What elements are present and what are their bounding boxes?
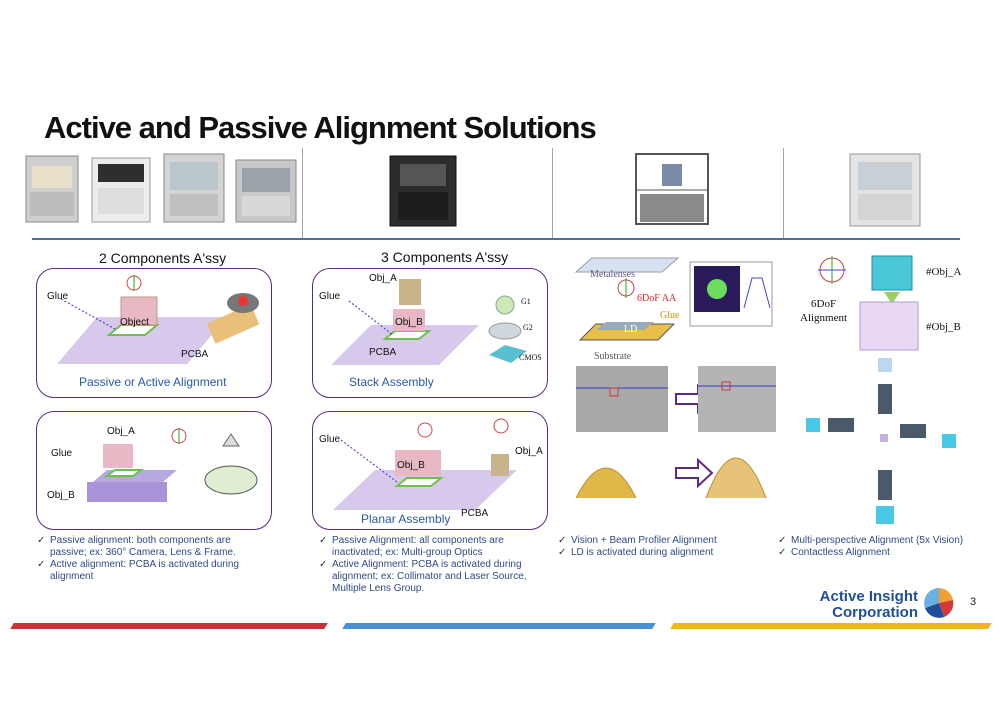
metalenses-label: Metalenses xyxy=(590,269,635,280)
machine-photo xyxy=(849,153,921,227)
bullet-item: ✓Vision + Beam Profiler Alignment xyxy=(558,535,717,546)
multi-vision-diagram xyxy=(806,255,956,524)
obj-a-label: Obj_A xyxy=(515,446,543,457)
footer-bar-blue xyxy=(342,623,656,629)
check-icon: ✓ xyxy=(319,559,328,570)
machine-photo xyxy=(635,153,709,225)
footer-bar-red xyxy=(10,623,328,629)
check-icon: ✓ xyxy=(778,547,787,558)
pcba-label: PCBA xyxy=(181,349,209,360)
panel-caption: Passive or Active Alignment xyxy=(79,375,227,389)
panel-caption: Planar Assembly xyxy=(361,512,451,526)
divider xyxy=(302,148,303,240)
bullet-list: ✓Passive Alignment: all components are i… xyxy=(319,535,551,595)
substrate-label: Substrate xyxy=(594,351,632,362)
planar-assembly-panel: Glue Obj_A Obj_B PCBA Planar Assembly xyxy=(312,411,548,530)
check-icon: ✓ xyxy=(778,535,787,546)
beam-profiler-diagram xyxy=(574,257,776,499)
6dof-label: 6DoF AA xyxy=(637,293,677,304)
assembly-diagram xyxy=(333,418,517,510)
glue-label: Glue xyxy=(47,291,69,302)
assembly-diagram xyxy=(331,279,527,365)
glue-label: Glue xyxy=(319,434,341,445)
glue-label: Glue xyxy=(51,448,73,459)
bullet-item: ✓Contactless Alignment xyxy=(778,547,890,558)
assembly-diagram xyxy=(87,428,258,502)
obj-b-label: Obj_B xyxy=(397,460,425,471)
obj-a-label: Obj_A xyxy=(369,273,397,284)
bullet-list: ✓Multi-perspective Alignment (5x Vision)… xyxy=(778,535,993,559)
obj-a-label: #Obj_A xyxy=(926,266,962,278)
obj-b-label: Obj_B xyxy=(47,490,75,501)
obj-b-label: #Obj_B xyxy=(926,321,961,333)
pcba-label: PCBA xyxy=(369,347,397,358)
bullet-item: ✓Passive alignment: both components are … xyxy=(37,535,236,558)
stack-assembly-panel: Obj_A Glue Obj_B PCBA G1 G2 CMOS Stack A… xyxy=(312,268,548,398)
footer-bar-yellow xyxy=(670,623,992,629)
bullet-item: ✓Passive Alignment: all components are i… xyxy=(319,535,504,558)
machine-photo xyxy=(389,155,457,227)
6dof-alignment-label: 6DoF Alignment xyxy=(800,298,848,324)
bullet-item: ✓Multi-perspective Alignment (5x Vision) xyxy=(778,535,964,546)
divider xyxy=(32,238,960,240)
divider xyxy=(783,148,784,240)
page-number: 3 xyxy=(970,596,977,608)
object-label: Object xyxy=(120,317,149,328)
bullet-item: ✓LD is activated during alignment xyxy=(558,547,714,558)
pcba-label: PCBA xyxy=(461,508,489,519)
ld-label: LD xyxy=(624,324,638,335)
g1-label: G1 xyxy=(521,297,531,306)
check-icon: ✓ xyxy=(37,559,46,570)
glue-label: Glue xyxy=(660,310,680,321)
check-icon: ✓ xyxy=(558,535,567,546)
section-heading: 2 Components A'ssy xyxy=(99,250,227,266)
check-icon: ✓ xyxy=(37,535,46,546)
assembly-diagram xyxy=(57,275,260,364)
bullet-list: ✓Vision + Beam Profiler Alignment ✓LD is… xyxy=(558,535,778,559)
company-logo-icon xyxy=(924,588,954,618)
check-icon: ✓ xyxy=(558,547,567,558)
passive-active-panel: Glue Object PCBA Passive or Active Align… xyxy=(36,268,272,398)
check-icon: ✓ xyxy=(319,535,328,546)
machine-photo xyxy=(25,153,297,223)
obj-b-label: Obj_B xyxy=(395,317,423,328)
two-object-panel: Obj_A Glue Obj_B xyxy=(36,411,272,530)
bullet-item: ✓Active alignment: PCBA is activated dur… xyxy=(37,559,239,582)
page-title: Active and Passive Alignment Solutions xyxy=(44,110,597,145)
bullet-item: ✓Active Alignment: PCBA is activated dur… xyxy=(319,559,527,594)
g2-label: G2 xyxy=(523,323,533,332)
company-name: Active Insight Corporation xyxy=(819,588,918,621)
panel-caption: Stack Assembly xyxy=(349,375,434,389)
cmos-label: CMOS xyxy=(519,353,542,362)
bullet-list: ✓Passive alignment: both components are … xyxy=(37,535,267,583)
obj-a-label: Obj_A xyxy=(107,426,135,437)
glue-label: Glue xyxy=(319,291,341,302)
divider xyxy=(552,148,553,240)
section-heading: 3 Components A'ssy xyxy=(381,249,509,265)
